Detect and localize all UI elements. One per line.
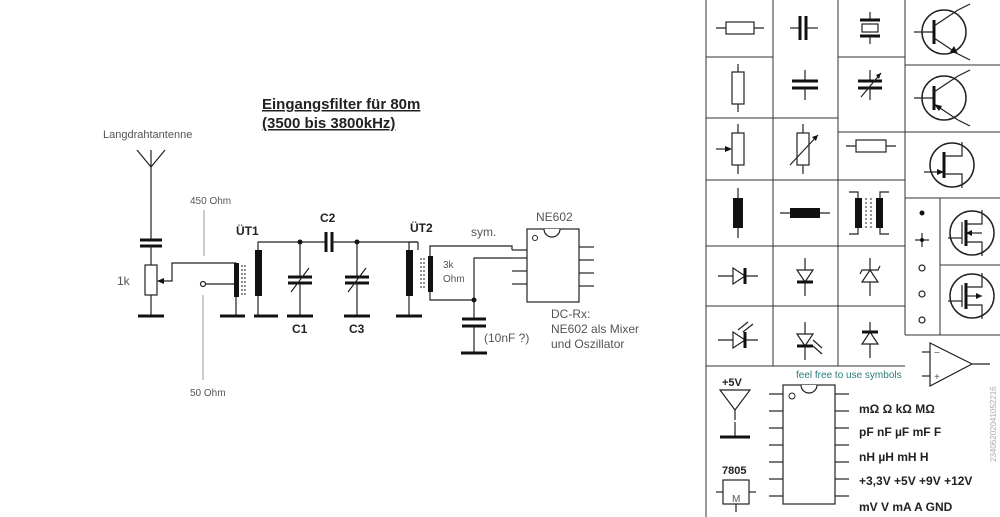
dcrx-line1: DC-Rx: <box>551 307 590 321</box>
title-line1: Eingangsfilter für 80m <box>262 96 420 113</box>
dcrx-line2: NE602 als Mixer <box>551 322 639 336</box>
potentiometer-1k <box>138 262 237 318</box>
npn-transistor-icon[interactable] <box>914 3 971 61</box>
potentiometer-icon[interactable] <box>716 124 745 174</box>
vplus-label: +5V <box>722 377 743 389</box>
led-v-icon[interactable] <box>795 322 823 360</box>
trimmer-c3 <box>344 242 370 318</box>
reg-label: 7805 <box>722 465 746 477</box>
block-h-icon[interactable] <box>780 208 830 218</box>
dip-ic-icon[interactable] <box>769 384 849 505</box>
title: Eingangsfilter für 80m (3500 bis 3800kHz… <box>262 96 420 132</box>
decoupling-capacitor <box>461 297 487 355</box>
variable-capacitor-icon[interactable] <box>858 70 882 100</box>
capacitor-icon[interactable] <box>790 16 818 40</box>
units-misc: mV V mA A GND <box>859 500 953 514</box>
units-voltage: +3,3V +5V +9V +12V <box>859 474 972 488</box>
diode-v-icon[interactable] <box>795 258 815 296</box>
mosfet-p-icon[interactable] <box>948 273 995 319</box>
diode-reverse-icon[interactable] <box>860 322 880 358</box>
capacitor-h-icon[interactable] <box>792 70 818 100</box>
free-text: feel free to use symbols <box>796 370 902 381</box>
junction-icons[interactable] <box>915 210 929 324</box>
ohm450-label: 450 Ohm <box>190 196 231 207</box>
svg-text:−: − <box>934 348 940 359</box>
c3-label: C3 <box>349 322 365 336</box>
antenna-symbol <box>136 149 166 240</box>
opamp-icon[interactable]: − + <box>922 342 990 387</box>
diode-h-icon[interactable] <box>718 266 758 286</box>
symbol-palette: − + feel free to use symbols +5V 7805 M <box>705 0 1000 517</box>
c2-label: C2 <box>320 211 336 225</box>
trimmer-c1 <box>287 242 313 318</box>
supply-icon[interactable] <box>718 389 752 439</box>
dcrx-line3: und Oszillator <box>551 337 624 351</box>
jfet-icon[interactable] <box>924 142 975 188</box>
zener-diode-icon[interactable] <box>859 258 881 296</box>
c1-label: C1 <box>292 322 308 336</box>
sym-label: sym. <box>471 225 496 239</box>
mosfet-n-icon[interactable] <box>948 210 995 256</box>
ne602-label: NE602 <box>536 210 573 224</box>
led-h-icon[interactable] <box>718 321 758 350</box>
fuse-icon[interactable] <box>846 139 896 153</box>
pot-label: 1k <box>117 274 131 288</box>
antenna-label: Langdrahtantenne <box>103 129 192 141</box>
variable-resistor-icon[interactable] <box>789 124 819 174</box>
resistor-v-icon[interactable] <box>731 64 745 112</box>
transformer-ut1 <box>220 241 300 318</box>
transformer-icon[interactable] <box>849 191 889 235</box>
crystal-icon[interactable] <box>860 12 880 44</box>
ut2-label: ÜT2 <box>410 220 433 235</box>
title-line2: (3500 bis 3800kHz) <box>262 115 395 132</box>
units-capacitance: pF nF µF mF F <box>859 425 941 439</box>
ut1-label: ÜT1 <box>236 223 259 238</box>
input-capacitor <box>140 238 162 265</box>
cap-note: (10nF ?) <box>484 331 529 345</box>
ohm-label: Ohm <box>443 274 465 285</box>
vertical-id: 23406202041052216 <box>989 386 998 462</box>
svg-text:+: + <box>934 372 940 383</box>
ne602-chip <box>512 228 594 303</box>
reg-pin: M <box>732 494 740 505</box>
k3-label: 3k <box>443 260 455 271</box>
units-inductance: nH µH mH H <box>859 450 929 464</box>
pnp-transistor-icon[interactable] <box>914 69 971 127</box>
block-v-icon[interactable] <box>733 188 743 238</box>
ohm50-label: 50 Ohm <box>190 388 226 399</box>
capacitor-c2 <box>324 232 334 252</box>
regulator-icon[interactable] <box>716 479 756 512</box>
resistor-h-icon[interactable] <box>716 21 764 35</box>
units-resistance: mΩ Ω kΩ MΩ <box>859 402 935 416</box>
